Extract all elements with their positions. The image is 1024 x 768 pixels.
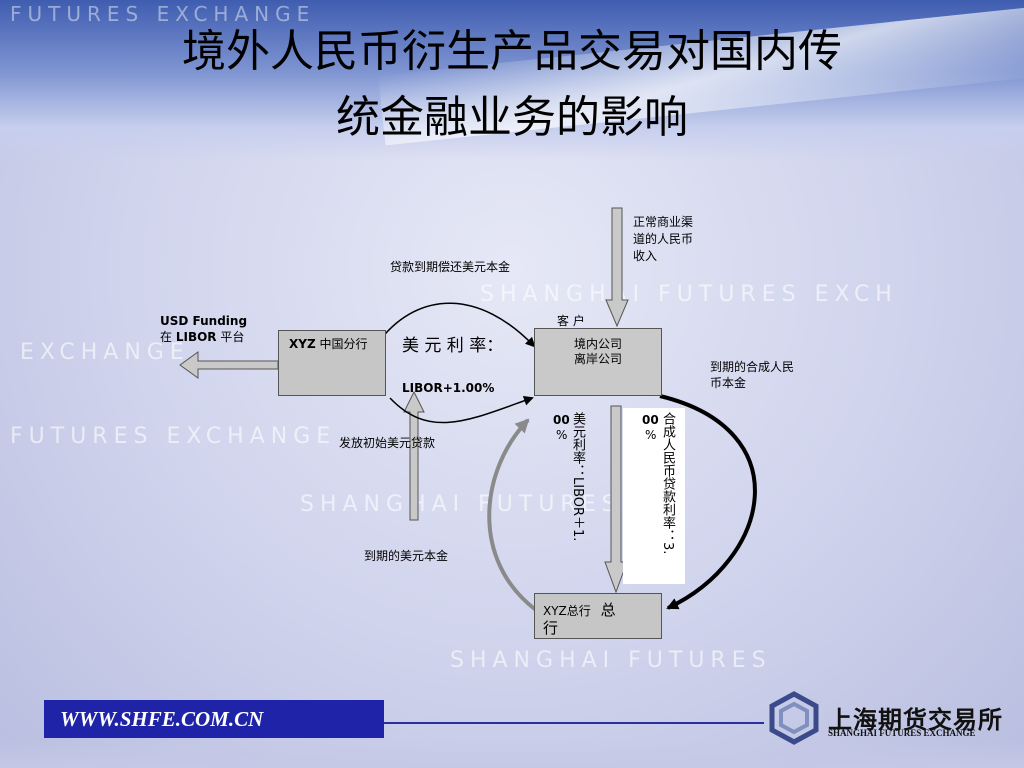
usd-rate-down-arrow [604,405,628,594]
synthetic-rate-panel [623,408,685,584]
rmb-income-arrow [605,207,629,328]
watermark-text: FUTURES EXCHANGE [10,2,316,26]
normal-rmb-label-1: 正常商业渠 [633,215,694,229]
logo-english-name: SHANGHAI FUTURES EXCHANGE [828,728,976,738]
usd-funding-platform-label: 在 LIBOR 平台 [160,329,244,345]
hq-to-onshore-curve [487,418,538,612]
issue-loan-curve [389,395,534,424]
normal-rmb-label-2: 道的人民币 [633,232,694,246]
logo-chinese-name: 上海期货交易所 [828,705,1003,734]
issue-loan-label: 发放初始美元贷款 [339,436,436,450]
footer-fade [0,740,1024,768]
synthetic-rate-pct-sign: % [645,428,657,442]
maturity-synthetic-label-1: 到期的合成人民 [710,360,795,374]
usd-funding-arrow [179,351,279,379]
synthetic-rate-pct-value: 00 [642,413,659,427]
maturity-usd-up-arrow [403,390,425,521]
node-onshore-company: 境内公司 离岸公司 [534,328,662,396]
onshore-client-label: 客 户 [557,314,585,328]
normal-rmb-label-3: 收入 [633,249,658,263]
usd-funding-platform-c: 平台 [220,330,245,344]
node-hq-line2: 行 [543,619,559,637]
watermark-text: SHANGHAI FUTURES [300,492,622,517]
watermark-text: FUTURES EXCHANGE [10,424,337,449]
repay-loan-label: 贷款到期偿还美元本金 [390,260,511,274]
watermark-text: SHANGHAI FUTURES [450,648,772,673]
usd-funding-platform-b: LIBOR [175,330,217,344]
node-onshore-line1: 境内公司 [573,337,622,351]
synthetic-principal-curve [659,394,757,610]
maturity-synthetic-label-2: 币本金 [710,376,747,390]
header-banner [0,0,1024,160]
maturity-usd-label: 到期的美元本金 [364,549,449,563]
node-hq-prefix: XYZ总行 [543,604,591,618]
node-onshore-line2: 离岸公司 [573,352,622,366]
node-hq-suffix: 总 [600,601,616,619]
slide-title-line1: 境外人民币衍生产品交易对国内传 [182,26,842,77]
synthetic-rate-vertical: 合成人民币贷款利率：3. [660,412,675,555]
footer-divider [384,722,764,724]
website-link[interactable]: WWW.SHFE.COM.CN [60,707,264,731]
usd-funding-platform-a: 在 [160,330,173,344]
node-xyz-china-branch: XYZ 中国分行 [278,330,386,396]
url-bar [44,700,384,738]
slide-title-line2: 统金融业务的影响 [336,92,688,143]
watermark-text: SHANGHAI FUTURES EXCH [480,282,898,307]
usd-rate-pct-value: 00 [553,413,570,427]
repay-curve [379,302,536,348]
node-xyz-prefix: XYZ [289,337,316,351]
shfe-logo-icon [769,691,819,745]
usd-funding-label: USD Funding [160,314,248,328]
node-xyz-hq: XYZ总行 总 行 [534,593,662,639]
usd-rate-pct-sign: % [556,428,568,442]
usd-rate-vertical: 美元利率：LIBOR＋1. [570,412,585,542]
node-xyz-name: 中国分行 [319,337,368,351]
watermark-text: EXCHANGE [20,340,190,365]
usd-rate-label: 美 元 利 率： [402,336,504,356]
libor-plus-label: LIBOR+1.00% [402,381,495,395]
